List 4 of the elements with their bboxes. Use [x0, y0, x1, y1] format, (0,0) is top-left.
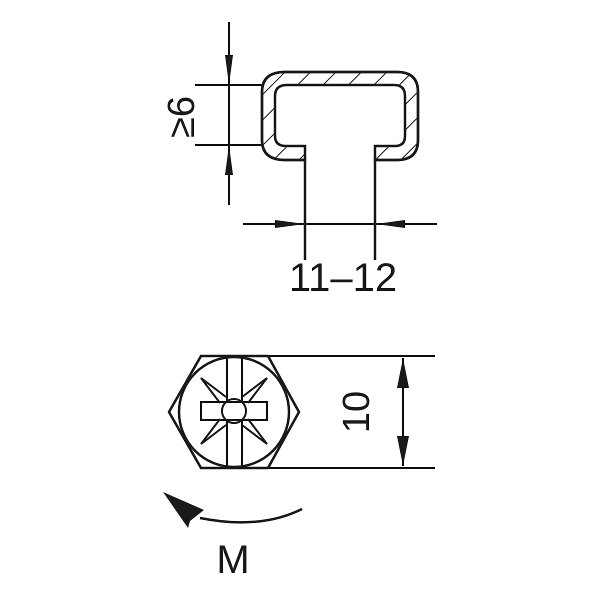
dimension-label: ≥6: [163, 96, 201, 138]
dimension-label: 11–12: [288, 258, 398, 298]
dimension-label: M: [216, 540, 250, 580]
dimension-label: 10: [338, 390, 376, 434]
